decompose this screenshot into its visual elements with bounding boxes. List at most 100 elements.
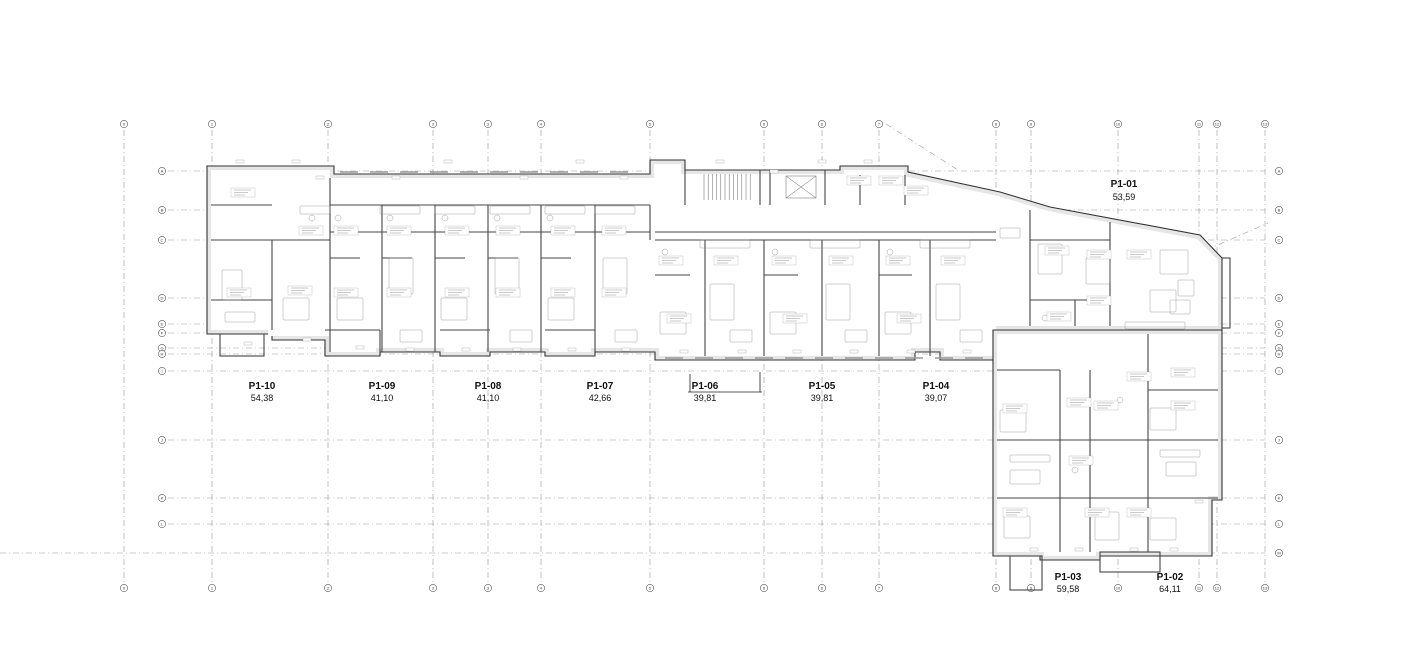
unit-label-p1-01[interactable]: P1-01 53,59 xyxy=(1111,179,1138,202)
grid-bubble-row xyxy=(158,236,166,244)
unit-area: 59,58 xyxy=(1057,584,1080,594)
unit-area: 39,81 xyxy=(811,393,834,403)
grid-bubble-row xyxy=(1275,350,1283,358)
grid-bubble-row xyxy=(1275,236,1283,244)
grid-bubble-label: K xyxy=(1278,496,1281,501)
furniture-item xyxy=(729,329,753,343)
grid-bubble-column xyxy=(208,120,216,128)
furniture-item xyxy=(1149,517,1177,541)
unit-code: P1-04 xyxy=(923,381,950,392)
furniture-item xyxy=(1177,279,1195,297)
grid-bubble-label: 5 xyxy=(649,122,652,127)
toilet-fixture xyxy=(661,248,669,256)
furniture-item xyxy=(282,297,310,321)
grid-bubble-column xyxy=(818,584,826,592)
grid-bubble-label: 9 xyxy=(1030,586,1033,591)
furniture-item xyxy=(1149,407,1177,431)
unit-label-p1-10[interactable]: P1-10 54,38 xyxy=(249,381,276,403)
grid-bubble-column xyxy=(1213,584,1221,592)
grid-bubble-label: 7 xyxy=(878,586,881,591)
furniture-item xyxy=(1169,299,1191,315)
furniture-item xyxy=(844,329,868,343)
furniture-item xyxy=(1159,449,1201,458)
grid-bubble-row xyxy=(158,167,166,175)
grid-bubble-column xyxy=(120,120,128,128)
grid-bubble-row xyxy=(1275,167,1283,175)
furniture-item xyxy=(594,205,636,215)
toilet-fixture xyxy=(886,248,894,256)
grid-bubble-column xyxy=(324,584,332,592)
dimension-tick xyxy=(405,347,415,352)
furniture-item xyxy=(547,297,575,321)
grid-bubble-column xyxy=(646,120,654,128)
toilet-fixture xyxy=(386,214,394,222)
dimension-tick xyxy=(863,159,873,164)
grid-bubble-label: 10 xyxy=(1116,586,1121,591)
dimension-tick xyxy=(355,345,365,350)
dimension-tick xyxy=(1074,547,1084,552)
unit-label-p1-03[interactable]: P1-03 59,58 xyxy=(1055,572,1082,594)
grid-bubble-label: 0 xyxy=(123,586,126,591)
grid-bubble-label: 1 xyxy=(211,586,214,591)
grid-bubble-label: 6 xyxy=(763,586,766,591)
unit-label-p1-07[interactable]: P1-07 42,66 xyxy=(587,381,614,403)
grid-axis-diagonal xyxy=(885,123,959,171)
grid-bubble-row xyxy=(158,350,166,358)
grid-bubble-label: 12 xyxy=(1215,586,1220,591)
grid-bubble-row xyxy=(1275,206,1283,214)
grid-bubble-label: M xyxy=(1277,551,1280,556)
elevator-cross xyxy=(785,175,817,199)
furniture-item xyxy=(614,329,638,343)
dimension-tick xyxy=(715,159,725,164)
grid-bubble-label: 4 xyxy=(540,122,543,127)
furniture-item xyxy=(935,283,961,321)
unit-label-p1-08[interactable]: P1-08 41,10 xyxy=(475,381,502,403)
grid-bubble-label: H xyxy=(1278,352,1281,357)
grid-bubble-label: G xyxy=(160,346,163,351)
dimension-tick xyxy=(621,347,631,352)
unit-label-p1-06[interactable]: P1-06 39,81 xyxy=(692,381,719,403)
grid-bubble-label: 1 xyxy=(211,122,214,127)
grid-bubble-column xyxy=(1261,584,1269,592)
unit-code: P1-05 xyxy=(809,381,836,392)
furniture-item xyxy=(1009,454,1051,463)
grid-bubble-label: 6 xyxy=(821,586,824,591)
grid-bubble-label: L xyxy=(1278,522,1281,527)
grid-bubble-column xyxy=(120,584,128,592)
unit-label-p1-02[interactable]: P1-02 64,11 xyxy=(1157,572,1184,594)
furniture-item xyxy=(299,205,331,215)
grid-bubble-column xyxy=(875,584,883,592)
furniture-item xyxy=(825,283,851,321)
grid-bubble-label: 11 xyxy=(1197,122,1202,127)
dimension-tick xyxy=(443,159,453,164)
toilet-fixture xyxy=(771,248,779,256)
grid-bubble-label: 5 xyxy=(649,586,652,591)
unit-label-p1-04[interactable]: P1-04 39,07 xyxy=(923,381,950,403)
grid-bubble-label: J xyxy=(161,438,163,443)
grid-bubble-column xyxy=(484,584,492,592)
dimension-tick xyxy=(575,159,585,164)
furniture-item xyxy=(919,239,971,249)
grid-bubble-label: I xyxy=(1278,369,1279,374)
dimension-tick xyxy=(291,159,301,164)
furniture-item xyxy=(221,269,243,301)
grid-bubble-label: 10 xyxy=(1116,122,1121,127)
dimension-tick xyxy=(567,347,577,352)
furniture-item xyxy=(399,329,423,343)
grid-bubble-column xyxy=(429,584,437,592)
grid-bubble-label: 13 xyxy=(1263,122,1268,127)
furniture-item xyxy=(1149,289,1177,313)
unit-label-p1-05[interactable]: P1-05 39,81 xyxy=(809,381,836,403)
grid-bubble-row xyxy=(1275,494,1283,502)
dimension-tick xyxy=(849,349,859,354)
grid-bubble-row xyxy=(158,436,166,444)
dimension-tick xyxy=(519,175,529,180)
grid-bubble-label: C xyxy=(161,238,164,243)
grid-bubble-column xyxy=(1195,120,1203,128)
balcony-outline xyxy=(1099,551,1161,573)
grid-bubble-label: G xyxy=(1277,346,1280,351)
toilet-fixture xyxy=(493,214,501,222)
unit-label-p1-09[interactable]: P1-09 41,10 xyxy=(369,381,396,403)
dimension-tick xyxy=(315,175,325,180)
dimension-tick xyxy=(1129,547,1139,552)
